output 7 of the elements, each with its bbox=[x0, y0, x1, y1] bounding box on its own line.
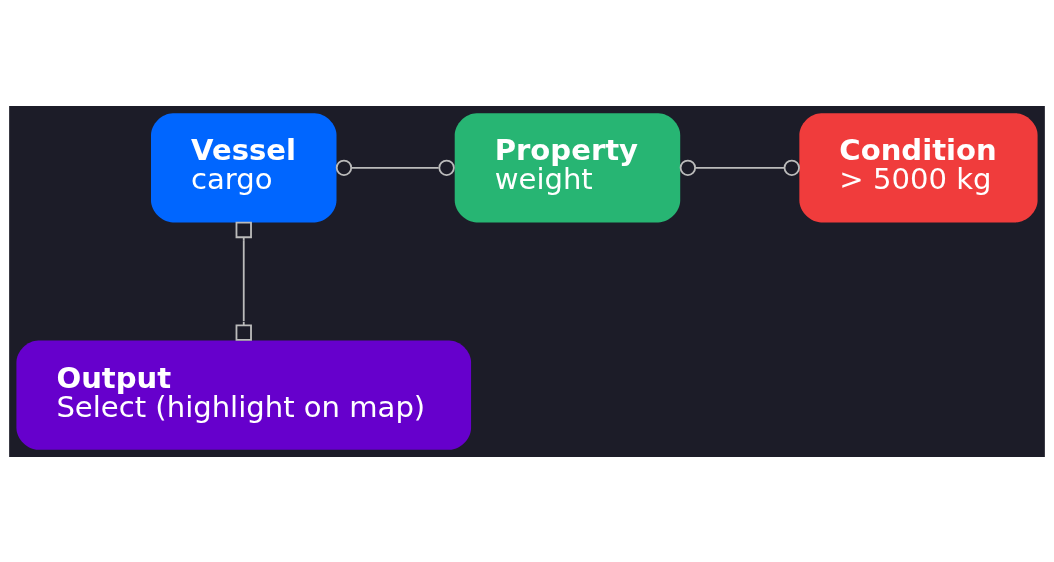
connector bbox=[679, 159, 800, 176]
node-box: Output Select (highlight on map) bbox=[16, 340, 472, 450]
node-box: Property weight bbox=[454, 112, 681, 222]
connector bbox=[235, 221, 252, 341]
connector bbox=[335, 159, 455, 176]
node-box: Condition > 5000 kg bbox=[799, 112, 1038, 222]
node-box: Vessel cargo bbox=[151, 112, 337, 222]
